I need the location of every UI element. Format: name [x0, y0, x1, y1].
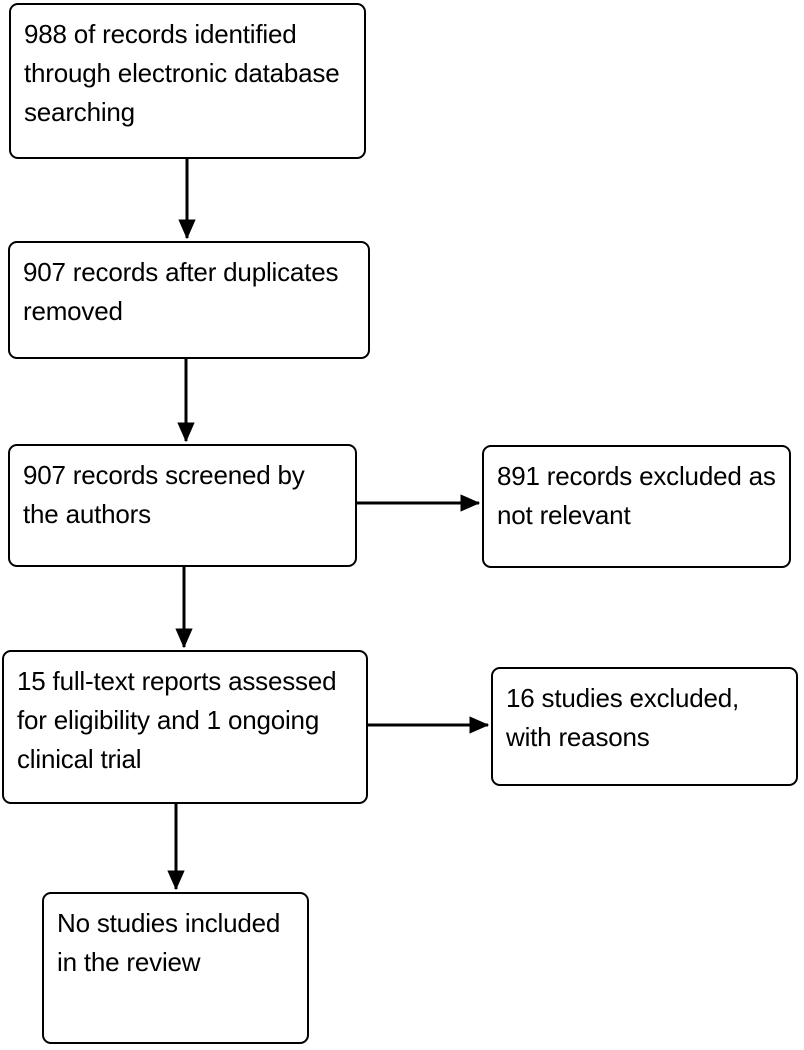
node-studies-included-in-review: No studies included in the review — [42, 892, 309, 1044]
node-records-screened: 907 records screened by the authors — [8, 444, 357, 567]
node-fulltext-reports-assessed: 15 full-text reports assessed for eligib… — [2, 650, 368, 804]
node-records-identified: 988 of records identified through electr… — [9, 3, 366, 159]
node-records-excluded-not-relevant: 891 records excluded as not relevant — [482, 445, 791, 568]
node-records-after-duplicates-removed: 907 records after duplicates removed — [8, 241, 370, 359]
node-studies-excluded-with-reasons: 16 studies excluded, with reasons — [491, 667, 798, 786]
